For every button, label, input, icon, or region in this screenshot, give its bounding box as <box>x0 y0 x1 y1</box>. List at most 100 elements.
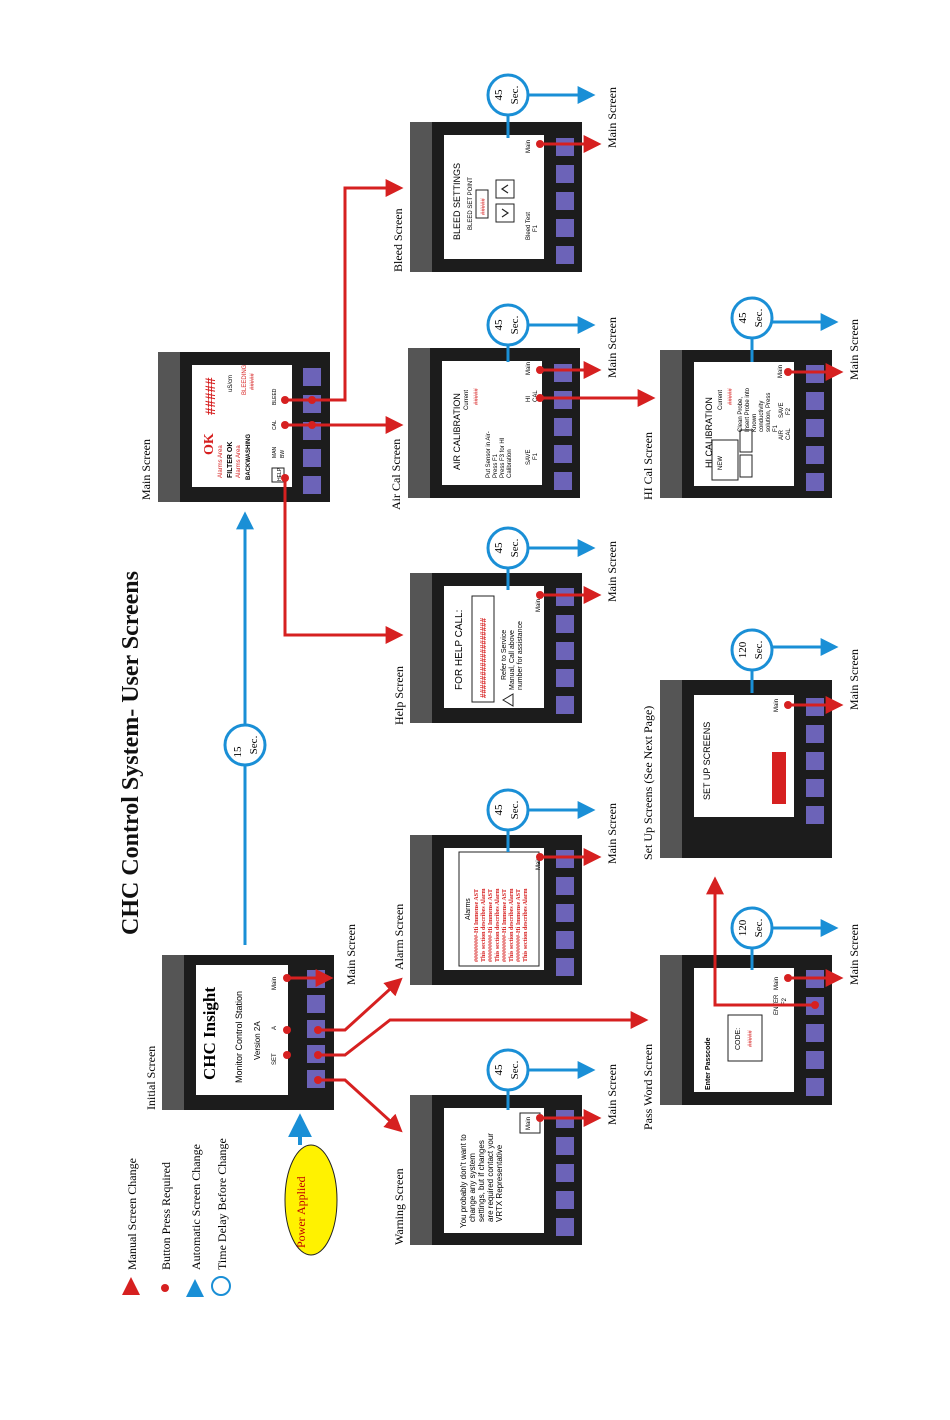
caption-bleed: Bleed Screen <box>391 208 405 272</box>
key-f2[interactable] <box>307 995 325 1013</box>
key-f2[interactable] <box>556 904 574 922</box>
down-button[interactable] <box>495 179 515 199</box>
timer-45-warning: 45 Sec. <box>486 1048 530 1092</box>
help-line-2: Refer to Service <box>501 630 508 680</box>
key-f3[interactable] <box>556 877 574 895</box>
main-bleeding: BLEEDING <box>242 364 248 395</box>
key-esc[interactable] <box>556 1218 574 1236</box>
svg-text:45: 45 <box>737 312 749 324</box>
caption-hical: HI Cal Screen <box>641 432 655 500</box>
timer-45-help: 45 Sec. <box>486 526 530 570</box>
key-f4[interactable] <box>556 588 574 606</box>
key-esc[interactable] <box>806 473 824 491</box>
key-f1[interactable] <box>303 449 321 467</box>
key-esc[interactable] <box>806 806 824 824</box>
key-f1[interactable] <box>806 1051 824 1069</box>
timer-120-setup: 120 Sec. <box>730 628 774 672</box>
key-f3[interactable] <box>806 392 824 410</box>
key-esc[interactable] <box>556 246 574 264</box>
key-f4[interactable] <box>556 850 574 868</box>
panel-bleed: Bleed Screen BLEED SETTINGS BLEED SET PO… <box>391 122 582 272</box>
key-f3[interactable] <box>556 615 574 633</box>
hical-key-main: Main <box>778 365 784 378</box>
svg-text:Sec.: Sec. <box>753 640 765 659</box>
key-esc[interactable] <box>806 1078 824 1096</box>
key-f2[interactable] <box>556 192 574 210</box>
hical-current: Current <box>718 390 724 410</box>
key-f3[interactable] <box>556 165 574 183</box>
key-f1[interactable] <box>556 931 574 949</box>
svg-text:45: 45 <box>493 89 505 101</box>
timer-15: 15 Sec. <box>223 723 267 767</box>
auto-arrow-icon <box>186 1279 204 1297</box>
key-f2[interactable] <box>556 642 574 660</box>
panel-password: Pass Word Screen Enter Passcode CODE: ##… <box>641 955 832 1130</box>
hical-line-5: Insert Probe into <box>745 387 751 432</box>
hical-new: NEW <box>718 456 724 470</box>
help-line-0: FOR HELP CALL: <box>454 610 465 690</box>
alarm-line-0: #########-Hi Immense AST <box>474 889 480 962</box>
key-f1[interactable] <box>556 669 574 687</box>
caption-aircal: Air Cal Screen <box>389 439 403 510</box>
key-f3[interactable] <box>806 725 824 743</box>
key-f1[interactable] <box>806 779 824 797</box>
help-key-main: Main <box>536 599 542 612</box>
timer-45-hical: 45 Sec. <box>730 296 774 340</box>
key-esc[interactable] <box>556 696 574 714</box>
key-f4[interactable] <box>806 365 824 383</box>
key-f3[interactable] <box>556 1137 574 1155</box>
down-button[interactable] <box>739 429 753 453</box>
warning-line-4: VRTX Representative <box>495 1144 504 1222</box>
alarm-key-main: Main <box>536 857 542 870</box>
hical-air: AIR <box>779 429 785 440</box>
svg-text:120: 120 <box>737 919 749 936</box>
caption-main: Main Screen <box>139 439 153 500</box>
dest-main-hical: Main Screen <box>847 319 861 380</box>
main-filter-ok: FILTER OK <box>227 442 234 478</box>
alarm-line-4: #########-Hi Immense AST <box>502 889 508 962</box>
svg-text:Sec.: Sec. <box>509 800 521 819</box>
password-key-main: Main <box>774 977 780 990</box>
panel-help: Help Screen FOR HELP CALL: #############… <box>392 573 582 725</box>
key-f2[interactable] <box>806 419 824 437</box>
key-f4[interactable] <box>554 364 572 382</box>
aircal-value: ##### <box>474 388 480 405</box>
key-f2[interactable] <box>806 1024 824 1042</box>
svg-text:Sec.: Sec. <box>509 85 521 104</box>
bleed-setpoint-value: ##### <box>481 198 487 215</box>
key-f2[interactable] <box>554 418 572 436</box>
key-f1[interactable] <box>554 445 572 463</box>
key-esc[interactable] <box>303 476 321 494</box>
alarm-line-2: #########-Hi Immense AST <box>488 889 494 962</box>
power-label: Power Applied <box>294 1176 308 1248</box>
chevron-down-icon <box>500 184 509 194</box>
warning-line-0: You probably don't want to <box>459 1134 468 1228</box>
hical-current-value: ##### <box>728 388 734 405</box>
dest-main-aircal: Main Screen <box>605 317 619 378</box>
dest-main-password: Main Screen <box>847 924 861 985</box>
key-f1[interactable] <box>806 446 824 464</box>
password-title: Enter Passcode <box>705 1037 712 1090</box>
legend-auto: Automatic Screen Change <box>189 1144 203 1270</box>
main-screen-labels: Main Screen Main Screen Main Screen Main… <box>344 87 861 1125</box>
panel-main: Main Screen OK Alarms Area FILTER OK Ala… <box>139 352 330 502</box>
initial-line-2: Version 2A <box>253 1021 262 1060</box>
key-f2[interactable] <box>556 1164 574 1182</box>
svg-text:Sec.: Sec. <box>509 538 521 557</box>
up-button[interactable] <box>739 454 753 478</box>
key-f2[interactable] <box>806 752 824 770</box>
timer-45-aircal: 45 Sec. <box>486 303 530 347</box>
up-button[interactable] <box>495 203 515 223</box>
key-f4[interactable] <box>806 698 824 716</box>
setup-key-main: Main <box>774 699 780 712</box>
password-code-value: ##### <box>748 1030 754 1047</box>
key-f4[interactable] <box>303 368 321 386</box>
key-f1[interactable] <box>556 219 574 237</box>
key-esc[interactable] <box>554 472 572 490</box>
key-f3[interactable] <box>554 391 572 409</box>
key-f1[interactable] <box>556 1191 574 1209</box>
svg-text:Sec.: Sec. <box>753 918 765 937</box>
caption-initial: Initial Screen <box>144 1046 158 1110</box>
key-esc[interactable] <box>556 958 574 976</box>
key-f4[interactable] <box>556 138 574 156</box>
